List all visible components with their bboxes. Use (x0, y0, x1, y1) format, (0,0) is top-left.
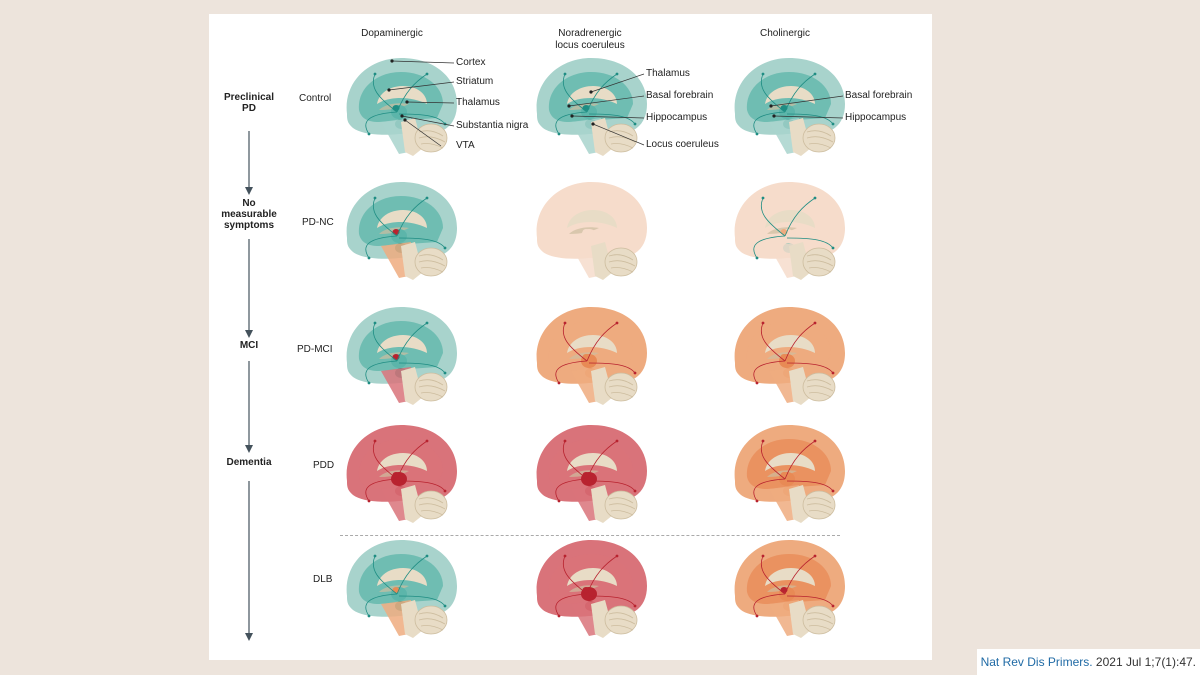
brain-ch-dlb (734, 540, 845, 638)
brain-na-pdd (536, 425, 647, 523)
brain-na-control (536, 58, 647, 156)
label-locus-coeruleus: Locus coeruleus (646, 139, 719, 150)
label-hippocampus-na: Hippocampus (646, 112, 708, 123)
column-header-noradrenergic: Noradrenergic locus coeruleus (555, 28, 625, 51)
brain-ch-control (734, 58, 845, 156)
brain-da-pd-mci (346, 307, 457, 405)
label-vta: VTA (456, 140, 475, 151)
condition-pd-nc: PD-NC (302, 217, 334, 228)
label-striatum: Striatum (456, 76, 494, 87)
label-cortex: Cortex (456, 57, 486, 68)
condition-control: Control (299, 93, 332, 104)
figure-panel: Dopaminergic Noradrenergic locus coerule… (209, 14, 932, 660)
citation: Nat Rev Dis Primers. 2021 Jul 1;7(1):47. (976, 649, 1200, 675)
stage-preclinical: Preclinical PD (223, 92, 275, 114)
dashed-separator (340, 535, 840, 536)
column-header-dopaminergic: Dopaminergic (361, 28, 423, 39)
citation-journal-link[interactable]: Nat Rev Dis Primers. (980, 655, 1093, 669)
label-substantia-nigra: Substantia nigra (456, 120, 529, 131)
stage-no-symptoms: No measurable symptoms (221, 198, 277, 231)
brain-ch-pdd (734, 425, 845, 523)
label-hippocampus-ch: Hippocampus (845, 112, 907, 123)
condition-pd-mci: PD-MCI (297, 344, 333, 355)
brain-na-dlb (536, 540, 647, 638)
label-basal-forebrain-na: Basal forebrain (646, 90, 714, 101)
brain-da-control (346, 58, 457, 156)
brain-na-pd-mci (536, 307, 647, 405)
column-header-cholinergic: Cholinergic (759, 28, 811, 39)
stage-dementia: Dementia (226, 457, 272, 468)
brain-da-dlb (346, 540, 457, 638)
brain-ch-pd-mci (734, 307, 845, 405)
label-basal-forebrain-ch: Basal forebrain (845, 90, 913, 101)
timeline-arrow (245, 131, 253, 641)
label-thalamus-da: Thalamus (456, 97, 500, 108)
stage-mci: MCI (239, 340, 259, 351)
condition-pdd: PDD (313, 460, 335, 471)
brain-da-pd-nc (346, 182, 457, 280)
brain-na-pd-nc (536, 182, 647, 280)
label-thalamus-na: Thalamus (646, 68, 690, 79)
condition-dlb: DLB (313, 574, 333, 585)
citation-ref: 2021 Jul 1;7(1):47. (1092, 655, 1196, 669)
brain-ch-pd-nc (734, 182, 845, 280)
brain-da-pdd (346, 425, 457, 523)
